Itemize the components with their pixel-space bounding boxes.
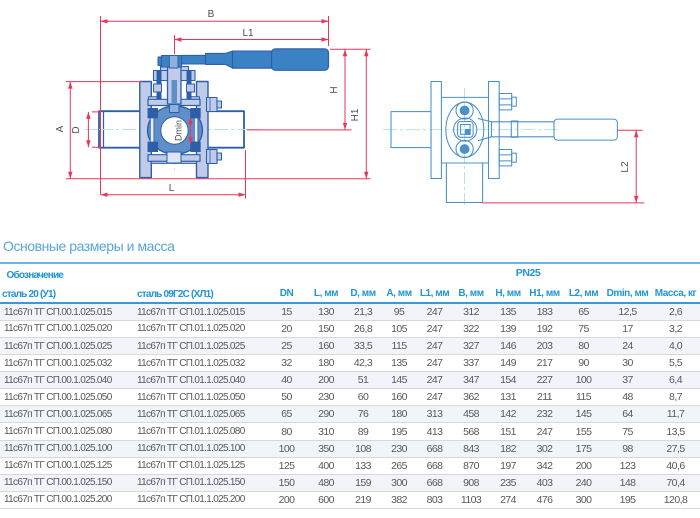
- svg-text:D: D: [71, 126, 82, 133]
- svg-text:H1: H1: [350, 108, 361, 121]
- svg-text:B: B: [208, 9, 215, 20]
- svg-text:A: A: [55, 125, 66, 132]
- svg-text:L1: L1: [242, 28, 254, 39]
- svg-text:L: L: [169, 183, 175, 194]
- svg-text:H: H: [329, 86, 340, 93]
- svg-text:L2: L2: [620, 161, 631, 173]
- svg-text:Dmin: Dmin: [174, 120, 184, 141]
